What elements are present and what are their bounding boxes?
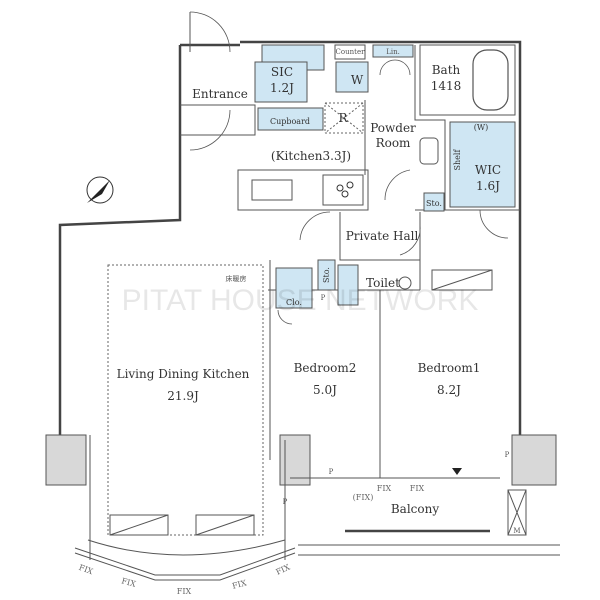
storage-label-1: Sto. — [426, 199, 442, 208]
fix-paren-label: (FIX) — [353, 493, 374, 502]
fix-label: FIX — [231, 578, 248, 591]
private-hall-label: Private Hall — [346, 229, 419, 243]
interior-walls — [89, 45, 520, 560]
linen-label: Lin. — [386, 48, 400, 56]
powder-room-label-2: Room — [376, 136, 411, 150]
bath-label: Bath — [432, 63, 461, 77]
window-labels: FIX (FIX) FIX FIX FIX FIX FIX FIX — [78, 484, 425, 596]
sic-size: 1.2J — [270, 81, 294, 95]
bedroom2-label: Bedroom2 — [294, 361, 357, 375]
room-labels: Entrance SIC 1.2J Counter Lin. W Bath 14… — [117, 48, 521, 535]
bedroom1-size: 8.2J — [437, 383, 461, 397]
powder-room-label-1: Powder — [370, 121, 416, 135]
toilet-label: Toilet — [366, 276, 400, 290]
fix-label: FIX — [121, 576, 138, 589]
watermark: PITAT HOUSE NETWORK — [122, 284, 479, 317]
bedroom2-size: 5.0J — [313, 383, 337, 397]
toilet-icon — [398, 276, 412, 290]
fix-label: FIX — [410, 484, 425, 493]
fridge-label: R — [338, 111, 348, 125]
sic-label: SIC — [271, 65, 293, 79]
fix-label: FIX — [177, 587, 192, 596]
cupboard-label: Cupboard — [270, 117, 310, 126]
counter-label: Counter — [336, 48, 366, 56]
fix-label: FIX — [275, 562, 292, 576]
pipe-label-4: P — [283, 498, 288, 506]
entry-marker-icon — [452, 468, 462, 475]
balcony-label: Balcony — [391, 502, 439, 516]
washer-label: W — [351, 73, 364, 87]
kitchen-label: (Kitchen3.3J) — [271, 149, 351, 163]
bath-size: 1418 — [431, 79, 462, 93]
fixtures — [107, 44, 527, 536]
doors[interactable] — [277, 59, 509, 325]
wic-label: WIC — [475, 163, 501, 177]
fix-label: FIX — [377, 484, 392, 493]
wic-w-label: (W) — [474, 123, 488, 132]
north-compass-icon — [86, 176, 114, 204]
pipe-label-1: P — [321, 294, 326, 302]
bedroom1-label: Bedroom1 — [418, 361, 481, 375]
columns — [45, 434, 557, 486]
meter-label: M — [513, 527, 520, 535]
ldk-size: 21.9J — [167, 389, 199, 403]
ldk-label: Living Dining Kitchen — [117, 367, 250, 381]
floor-heating-label: 床暖房 — [226, 274, 247, 283]
stove-icon — [336, 184, 344, 192]
storage-blocks — [254, 44, 516, 309]
bay-window — [74, 529, 560, 581]
wic-size: 1.6J — [476, 179, 500, 193]
fix-label: FIX — [78, 563, 95, 576]
washbasin-icon — [419, 137, 439, 165]
bathtub-icon — [472, 49, 509, 111]
entrance-label: Entrance — [192, 87, 248, 101]
storage-label-2: Sto. — [322, 267, 331, 283]
pipe-label-3: P — [505, 451, 510, 459]
closet-label: Clo. — [286, 298, 302, 307]
shelf-label: Shelf — [453, 149, 462, 171]
pipe-label-2: P — [329, 468, 334, 476]
entrance-door[interactable] — [189, 11, 231, 151]
